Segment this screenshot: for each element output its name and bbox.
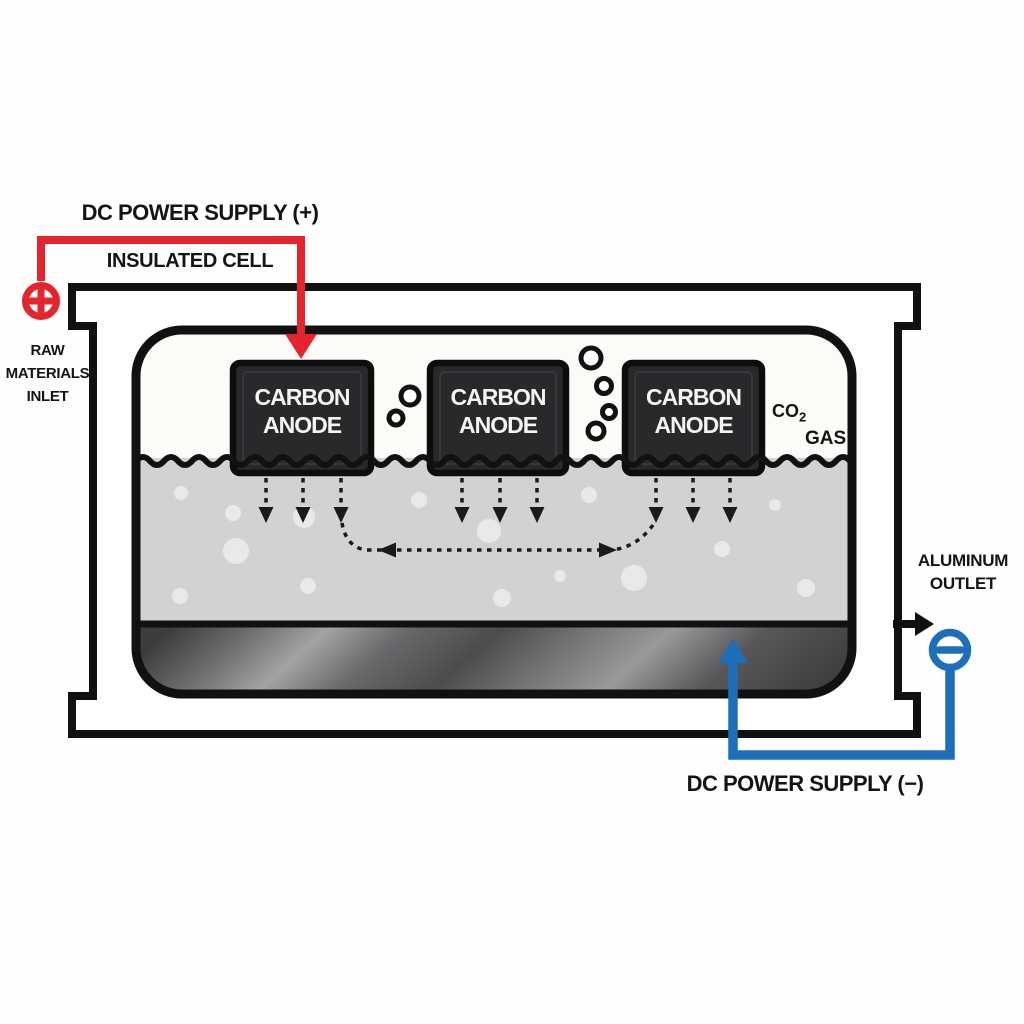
anode2-line1: CARBON	[450, 384, 547, 410]
positive-supply-wire	[22, 236, 317, 359]
co2-word: GAS	[805, 427, 847, 449]
dc-power-supply-positive-label: DC POWER SUPPLY (+)	[81, 200, 319, 225]
co2-gas-label: CO2 GAS	[772, 402, 846, 448]
anode-feed-arrowhead	[285, 334, 317, 359]
raw-materials-inlet-label: RAW MATERIALS INLET	[0, 339, 95, 408]
insulated-cell-wall	[131, 325, 857, 699]
anode1-line1: CARBON	[254, 384, 351, 410]
current-flow-arrows	[258, 478, 738, 523]
aluminum-outlet-label: ALUMINUM OUTLET	[903, 549, 1023, 595]
anode1-line2: ANODE	[262, 412, 342, 438]
co2-formula: CO	[772, 401, 799, 421]
carbon-anode-box-3	[621, 359, 766, 477]
carbon-anode-box-1	[229, 359, 375, 477]
carbon-anode-box-2	[426, 359, 570, 477]
aluminum-outlet-line-2: OUTLET	[929, 574, 997, 593]
aluminum-outlet-arrow	[893, 612, 934, 636]
anode3-line2: ANODE	[654, 412, 733, 438]
cathode-arrowhead	[718, 638, 748, 663]
raw-materials-line-2: MATERIALS	[5, 365, 90, 382]
raw-materials-line-1: RAW	[30, 342, 65, 359]
circulation-arrow	[340, 522, 655, 558]
anode2-line2: ANODE	[458, 412, 538, 438]
carbon-anodes	[229, 359, 766, 477]
carbon-anode-label-2: CARBON ANODE	[430, 383, 566, 439]
negative-supply-wire	[718, 628, 972, 760]
raw-materials-line-3: INLET	[26, 388, 69, 405]
insulated-cell-label: INSULATED CELL	[106, 250, 274, 272]
bath-surface-wave	[136, 454, 852, 468]
anode3-line1: CARBON	[646, 384, 742, 410]
co2-subscript: 2	[799, 409, 807, 425]
aluminum-outlet-line-1: ALUMINUM	[917, 551, 1009, 570]
carbon-anode-label-3: CARBON ANODE	[625, 383, 762, 439]
dc-power-supply-negative-label: DC POWER SUPPLY (−)	[686, 771, 924, 796]
gas-bubbles	[386, 345, 618, 442]
carbon-anode-label-1: CARBON ANODE	[233, 383, 371, 439]
